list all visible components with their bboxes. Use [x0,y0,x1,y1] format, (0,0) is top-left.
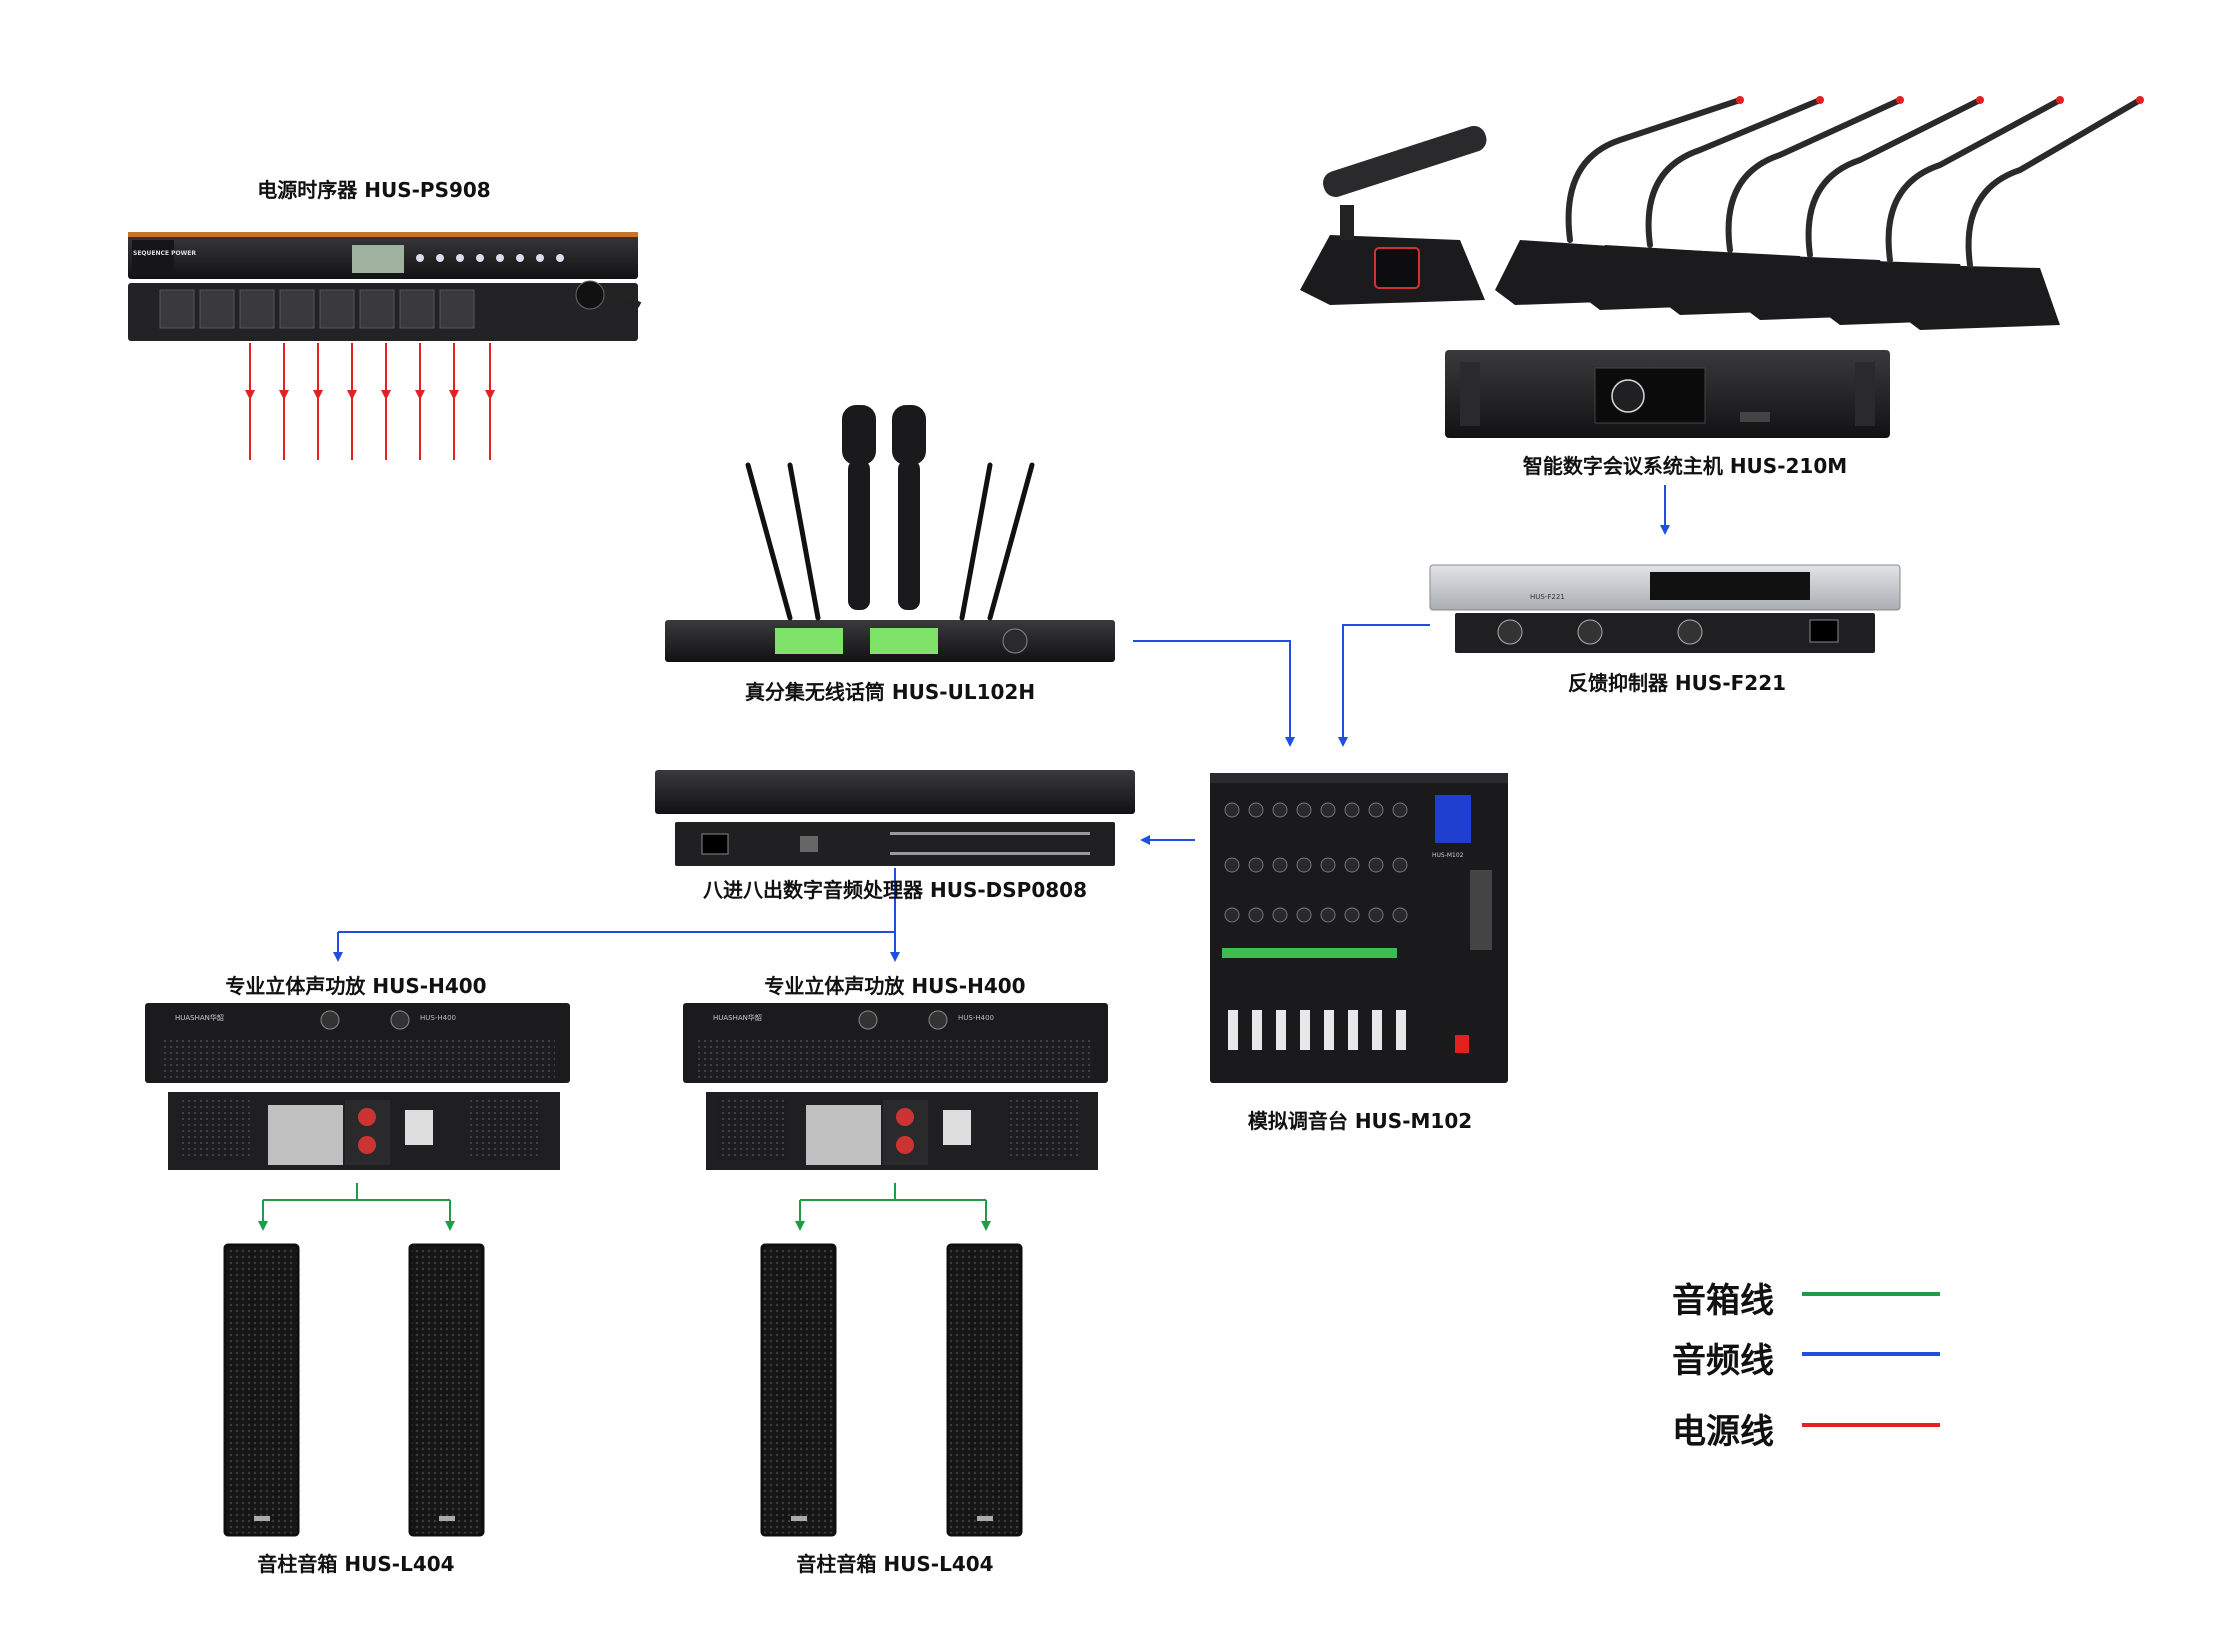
conference-host-device [1445,350,1890,438]
audio-lines [333,485,1670,962]
amplifier-1-device [145,1003,570,1170]
amplifier-2-device [683,1003,1108,1170]
dsp-processor-device [655,770,1135,866]
antenna-icon [745,462,1035,621]
brand-amp-1-logo: HUASHAN华韶 [175,1014,224,1022]
legend-label-audio: 音频线 [1672,1341,1774,1381]
label-amplifier-1: 专业立体声功放 HUS-H400 [225,974,487,998]
legend-label-power: 电源线 [1672,1412,1774,1452]
label-amplifier-2: 专业立体声功放 HUS-H400 [764,974,1026,998]
label-wireless-mic: 真分集无线话筒 HUS-UL102H [744,680,1036,704]
conference-microphones [1300,96,2144,330]
wireless-mic-device [665,405,1115,662]
power-lines [245,343,495,460]
microphone-icon [1300,125,1487,305]
brand-amp-2-logo: HUASHAN华韶 [713,1014,762,1022]
speaker-lines [258,1183,991,1231]
fader-icon [1228,1010,1406,1050]
legend-label-speaker: 音箱线 [1672,1281,1774,1321]
label-speaker-2: 音柱音箱 HUS-L404 [796,1552,994,1576]
microphone-icon [842,405,926,610]
power-outlet-icon [159,289,475,329]
brand-sequencer-badge: SEQUENCE POWER [133,250,196,257]
legend-swatches [1802,1292,1940,1427]
brand-amp-1: HUS-H400 [420,1014,456,1022]
label-dsp-processor: 八进八出数字音频处理器 HUS-DSP0808 [703,878,1087,902]
label-power-sequencer: 电源时序器 HUS-PS908 [257,178,491,202]
feedback-suppressor-device [1429,564,1901,653]
label-speaker-1: 音柱音箱 HUS-L404 [257,1552,455,1576]
speaker-grille-icon [223,1243,1023,1537]
brand-mixer-model: HUS-M102 [1432,852,1464,859]
label-conference-host: 智能数字会议系统主机 HUS-210M [1522,454,1848,478]
label-mixer: 模拟调音台 HUS-M102 [1247,1109,1473,1133]
power-sequencer-device [128,232,642,341]
knob-icon [1224,802,1408,923]
label-feedback-suppressor: 反馈抑制器 HUS-F221 [1567,671,1787,695]
brand-feedback-model: HUS-F221 [1530,593,1565,601]
mixer-device [1210,773,1508,1083]
brand-amp-2: HUS-H400 [958,1014,994,1022]
